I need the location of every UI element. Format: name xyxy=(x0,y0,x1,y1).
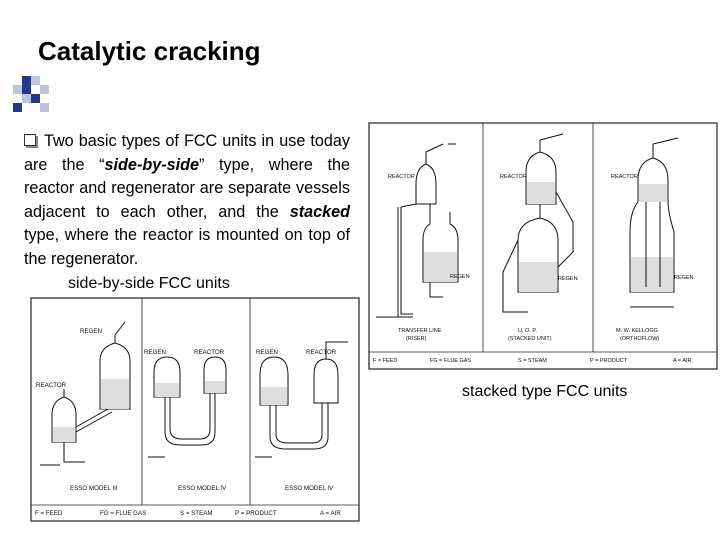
unit3-regen-label: REGEN xyxy=(674,275,694,281)
bullet-emphasis-side-by-side: side-by-side xyxy=(104,155,200,174)
model1-reactor-label: REACTOR xyxy=(36,382,67,389)
unit3-name-line1: M. W. KELLOGG xyxy=(616,328,658,334)
unit3-reactor-label: REACTOR xyxy=(611,174,638,180)
unit1-name-line1: TRANSFER LINE xyxy=(398,328,442,334)
bullet-paragraph: Two basic types of FCC units in use toda… xyxy=(24,130,350,271)
bullet-emphasis-stacked: stacked xyxy=(289,202,350,221)
unit2-name-line2: (STACKED UNIT) xyxy=(508,336,552,342)
unit1-reactor-label: REACTOR xyxy=(388,174,415,180)
stacked-legend-flue-gas: FG = FLUE GAS xyxy=(430,358,471,364)
stacked-unit-transfer-line xyxy=(376,143,459,318)
side-by-side-fcc-figure: REGEN REACTOR ESSO MODEL III REGEN REACT… xyxy=(30,297,360,522)
unit2-reactor-label: REACTOR xyxy=(500,174,527,180)
side-unit-model-iv-b xyxy=(255,341,348,458)
unit2-name-line1: U. O. P. xyxy=(518,328,537,334)
model3-reactor-label: REACTOR xyxy=(306,349,337,356)
side-legend-air: A = AIR xyxy=(320,510,341,517)
unit1-regen-label: REGEN xyxy=(450,274,470,280)
stacked-legend-steam: S = STEAM xyxy=(518,358,547,364)
bullet-text-1: Two basic types of FCC units in use toda… xyxy=(24,132,350,174)
side-legend-feed: F = FEED xyxy=(35,510,63,517)
model1-name: ESSO MODEL III xyxy=(70,485,118,492)
model2-name: ESSO MODEL IV xyxy=(178,485,227,492)
unit2-regen-label: REGEN xyxy=(558,276,578,282)
model1-regen-label: REGEN xyxy=(80,328,102,335)
model2-reactor-label: REACTOR xyxy=(194,349,225,356)
bullet-text-2: ” type, where the reactor and regenerato… xyxy=(24,155,350,221)
stacked-legend-feed: F = FEED xyxy=(373,358,397,364)
bullet-text-3: type, where the reactor is mounted on to… xyxy=(24,226,350,268)
side-legend-product: P = PRODUCT xyxy=(235,510,277,517)
stacked-legend-product: P = PRODUCT xyxy=(590,358,628,364)
stacked-legend-air: A = AIR xyxy=(673,358,692,364)
model2-regen-label: REGEN xyxy=(144,349,166,356)
decorative-squares xyxy=(0,76,60,126)
side-legend-steam: S = STEAM xyxy=(180,510,213,517)
stacked-unit-kellogg xyxy=(629,137,679,308)
model3-name: ESSO MODEL IV xyxy=(285,485,334,492)
bullet-square-icon xyxy=(24,134,36,146)
side-unit-model-iii xyxy=(40,321,131,466)
unit3-name-line2: (ORTHOFLOW) xyxy=(620,336,659,342)
stacked-unit-uop xyxy=(502,133,574,313)
side-legend-flue-gas: FG = FLUE GAS xyxy=(100,510,146,517)
model3-regen-label: REGEN xyxy=(256,349,278,356)
caption-side-by-side: side-by-side FCC units xyxy=(68,275,230,292)
unit1-name-line2: (RISER) xyxy=(406,336,427,342)
slide-title: Catalytic cracking xyxy=(38,36,261,66)
stacked-fcc-figure: REACTOR REGEN TRANSFER LINE (RISER) REAC… xyxy=(368,122,718,370)
side-unit-model-iv-a xyxy=(148,356,227,458)
caption-stacked: stacked type FCC units xyxy=(462,383,628,400)
